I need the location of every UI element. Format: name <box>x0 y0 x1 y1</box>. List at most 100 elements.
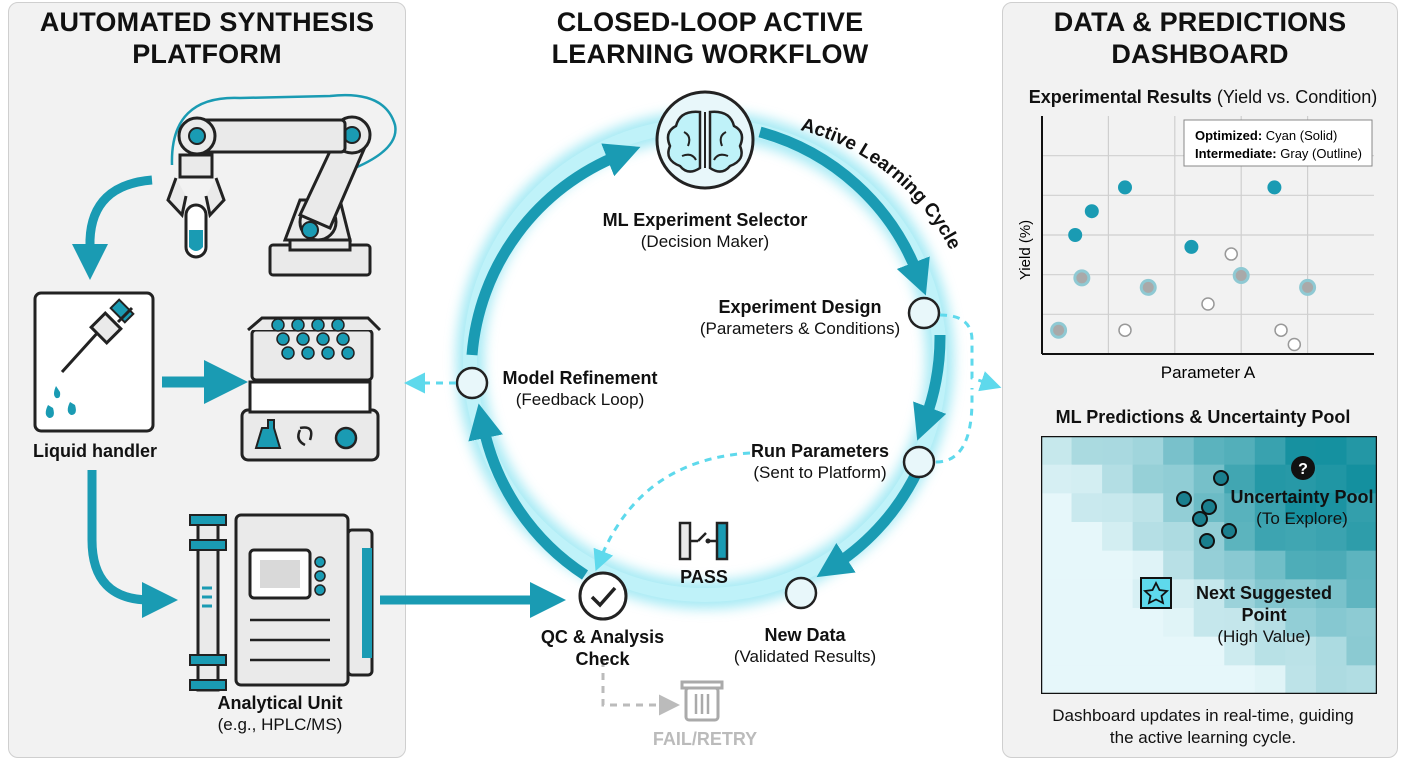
scatter-point-intermediate <box>1073 269 1091 287</box>
uncertainty-point <box>1199 533 1215 549</box>
svg-text:Intermediate: Gray (Outline): Intermediate: Gray (Outline) <box>1195 146 1362 161</box>
heatmap-cell <box>1254 464 1286 494</box>
legend-optimized-label: Optimized: <box>1195 128 1262 143</box>
heatmap-cell <box>1254 636 1286 666</box>
heatmap-cell <box>1224 550 1256 580</box>
label-qc-check: QC & Analysis Check <box>540 627 665 669</box>
heatmap-cell <box>1102 522 1134 552</box>
heatmap-cell <box>1132 493 1164 523</box>
heatmap-cell <box>1346 436 1377 466</box>
well-plate-shaker-icon <box>240 316 382 462</box>
liquid-handler-label: Liquid handler <box>33 441 157 461</box>
heatmap-cell <box>1346 636 1377 666</box>
node-model-refinement <box>455 366 489 400</box>
heatmap-cell <box>1254 665 1286 694</box>
legend-intermediate-text: Gray (Outline) <box>1280 146 1362 161</box>
heatmap-cell <box>1315 493 1348 523</box>
pipette-icon <box>33 291 155 433</box>
scatter-chart: Optimized: Cyan (Solid) Intermediate: Gr… <box>1017 116 1374 382</box>
question-icon: ? <box>1291 456 1315 480</box>
label-experiment-design: Experiment Design (Parameters & Conditio… <box>699 297 901 338</box>
heatmap-cell <box>1041 636 1073 666</box>
heatmap-cell <box>1041 665 1073 694</box>
heatmap-cell <box>1224 436 1256 466</box>
heatmap-cell <box>1071 493 1103 523</box>
heatmap-cell <box>1041 464 1073 494</box>
robot-arm-icon <box>166 93 397 277</box>
node-experiment-design <box>907 296 941 330</box>
scatter-point-optimized <box>1084 204 1099 219</box>
label-pass: PASS <box>680 567 728 587</box>
heatmap-cell <box>1254 436 1286 466</box>
heatmap-cell <box>1132 608 1164 638</box>
scatter-ylabel: Yield (%) <box>1017 220 1034 280</box>
heatmap-cell <box>1315 522 1348 552</box>
heatmap-cell <box>1224 579 1256 609</box>
heatmap-cell <box>1163 464 1195 494</box>
flow-arrow-robot-to-handler <box>72 175 153 280</box>
heatmap-cell <box>1132 522 1164 552</box>
heatmap-cell <box>1071 550 1103 580</box>
scatter-point-intermediate <box>1050 321 1068 339</box>
scatter-point-intermediate <box>1232 266 1250 284</box>
heatmap-cell <box>1254 608 1286 638</box>
analytical-unit-label: Analytical Unit (e.g., HPLC/MS) <box>217 693 343 734</box>
heatmap-cell <box>1346 608 1377 638</box>
heatmap-cell <box>1254 493 1286 523</box>
heatmap-cell <box>1041 550 1073 580</box>
heatmap-cell <box>1102 579 1134 609</box>
label-model-refinement: Model Refinement (Feedback Loop) <box>502 368 658 409</box>
heatmap-cell <box>1102 608 1134 638</box>
cycle-arrow-right <box>913 334 947 441</box>
heatmap-cell <box>1193 550 1225 580</box>
dashed-run-to-qc <box>593 451 751 572</box>
heatmap-cell <box>1102 665 1134 694</box>
heatmap-cell <box>1254 579 1286 609</box>
uncertainty-point <box>1221 523 1237 539</box>
heatmap-cell <box>1254 550 1286 580</box>
heatmap-cell <box>1071 579 1103 609</box>
heatmap-cell <box>1285 665 1317 694</box>
heatmap-cell <box>1132 665 1164 694</box>
heatmap-cell <box>1041 579 1073 609</box>
hplc-column-icon <box>189 514 227 692</box>
heatmap-cell <box>1346 522 1377 552</box>
heatmap-cell <box>1041 436 1073 466</box>
scatter-point-intermediate <box>1224 247 1238 261</box>
dashed-run-to-dashboard <box>935 388 974 464</box>
heatmap-cell <box>1102 550 1134 580</box>
cycle-arrow-left <box>466 143 641 356</box>
heatmap-cell <box>1102 636 1134 666</box>
label-next-suggested: Next Suggested Point (High Value) <box>1195 583 1333 646</box>
heatmap-cell <box>1041 493 1073 523</box>
heatmap-cell <box>1163 636 1195 666</box>
label-run-parameters: Run Parameters (Sent to Platform) <box>750 441 890 482</box>
label-uncertainty-pool: Uncertainty Pool (To Explore) <box>1230 487 1374 528</box>
heatmap-cell <box>1224 608 1256 638</box>
heatmap-cell <box>1163 608 1195 638</box>
heatmap-cell <box>1224 493 1256 523</box>
heatmap-cell <box>1163 522 1195 552</box>
heatmap-cell <box>1315 608 1348 638</box>
heatmap-cell <box>1254 522 1286 552</box>
star-icon <box>1140 577 1172 609</box>
heatmap-cell <box>1102 436 1134 466</box>
heatmap-cell <box>1132 636 1164 666</box>
analyzer-icon <box>234 513 374 687</box>
heatmap-cell <box>1346 493 1377 523</box>
scatter-point-intermediate <box>1287 337 1302 352</box>
heatmap-cell <box>1346 579 1377 609</box>
heatmap-cell <box>1224 636 1256 666</box>
scatter-point-optimized <box>1267 180 1282 195</box>
heatmap-cell <box>1346 464 1377 494</box>
heatmap-cell <box>1071 522 1103 552</box>
heatmap-cell <box>1315 550 1348 580</box>
uncertainty-point <box>1192 511 1208 527</box>
heatmap-cell <box>1071 436 1103 466</box>
dashed-qc-to-fail <box>601 660 680 716</box>
heatmap-cell <box>1102 464 1134 494</box>
heatmap-cell <box>1102 493 1134 523</box>
